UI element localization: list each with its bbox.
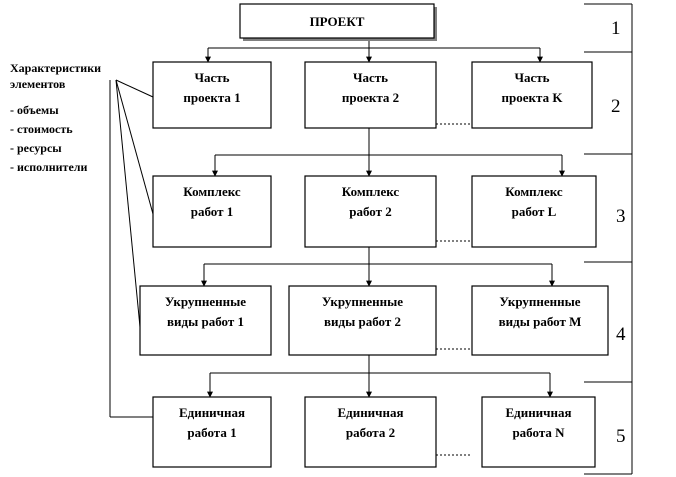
box-frame: [152, 61, 272, 129]
box-frame: [481, 396, 596, 468]
characteristics-item: - исполнители: [10, 160, 88, 174]
characteristics-item: - ресурсы: [10, 141, 62, 155]
box-frame: [139, 285, 272, 356]
box-label-line: Единичная: [337, 405, 403, 420]
box-frame: [152, 396, 272, 468]
unit-2-box: Единичная работа 2: [304, 396, 437, 468]
complex-2-box: Комплекс работ 2: [304, 175, 437, 248]
level-bracket: [584, 3, 633, 475]
level-number: 3: [616, 206, 626, 227]
box-label-line: виды работ 2: [324, 314, 401, 329]
box-frame: [471, 61, 593, 129]
box-frame: [288, 285, 437, 356]
complex-l-box: Комплекс работ L: [471, 175, 597, 248]
enlarged-m-box: Укрупненные виды работ M: [471, 285, 609, 356]
box-label-line: работа 1: [187, 425, 236, 440]
box-label-line: Укрупненные: [165, 294, 246, 309]
box-frame: [152, 175, 272, 248]
box-label-line: проекта K: [502, 90, 564, 105]
boxes-layer: ПРОЕКТ Часть проекта 1 Часть проекта 2 Часть п…: [139, 3, 609, 468]
box-label-line: Комплекс: [342, 184, 400, 199]
box-label-line: Часть: [194, 70, 229, 85]
characteristics-connectors: [109, 79, 154, 418]
characteristics-title-line: Характеристики: [10, 61, 101, 75]
box-label-line: Часть: [353, 70, 388, 85]
connectors-level-4-5: [207, 355, 553, 398]
level-number: 5: [616, 426, 626, 447]
box-label-line: работ L: [512, 204, 557, 219]
connectors-level-3-4: [201, 247, 555, 287]
box-frame: [239, 3, 435, 39]
box-label-line: Укрупненные: [499, 294, 580, 309]
box-label-line: ПРОЕКТ: [310, 14, 365, 29]
level-number: 2: [611, 96, 621, 117]
characteristics-block: Характеристики элементов - объемы - стои…: [10, 61, 101, 174]
box-label-line: виды работ 1: [167, 314, 244, 329]
box-label-line: проекта 1: [183, 90, 240, 105]
box-label-line: Комплекс: [505, 184, 563, 199]
part-1-box: Часть проекта 1: [152, 61, 272, 129]
box-label-line: Часть: [514, 70, 549, 85]
box-label-line: проекта 2: [342, 90, 399, 105]
box-label-line: Комплекс: [183, 184, 241, 199]
characteristics-title-line: элементов: [10, 77, 66, 91]
characteristics-item: - объемы: [10, 103, 59, 117]
enlarged-1-box: Укрупненные виды работ 1: [139, 285, 272, 356]
box-label-line: Единичная: [179, 405, 245, 420]
connectors-level-2-3: [212, 128, 565, 177]
project-box: ПРОЕКТ: [239, 3, 437, 41]
box-label-line: работ 2: [349, 204, 392, 219]
box-label-line: Единичная: [505, 405, 571, 420]
characteristics-item: - стоимость: [10, 122, 73, 136]
level-number: 4: [616, 324, 626, 345]
box-frame: [471, 175, 597, 248]
box-frame: [304, 61, 437, 129]
enlarged-2-box: Укрупненные виды работ 2: [288, 285, 437, 356]
part-k-box: Часть проекта K: [471, 61, 593, 129]
part-2-box: Часть проекта 2: [304, 61, 437, 129]
unit-1-box: Единичная работа 1: [152, 396, 272, 468]
level-number: 1: [611, 18, 621, 39]
box-label-line: Укрупненные: [322, 294, 403, 309]
box-label-line: работ 1: [191, 204, 234, 219]
unit-n-box: Единичная работа N: [481, 396, 596, 468]
box-label-line: работа 2: [346, 425, 395, 440]
connectors-level-1-2: [205, 38, 543, 63]
box-frame: [471, 285, 609, 356]
box-frame: [304, 396, 437, 468]
complex-1-box: Комплекс работ 1: [152, 175, 272, 248]
box-label-line: виды работ M: [499, 314, 582, 329]
box-frame: [304, 175, 437, 248]
box-label-line: работа N: [512, 425, 565, 440]
